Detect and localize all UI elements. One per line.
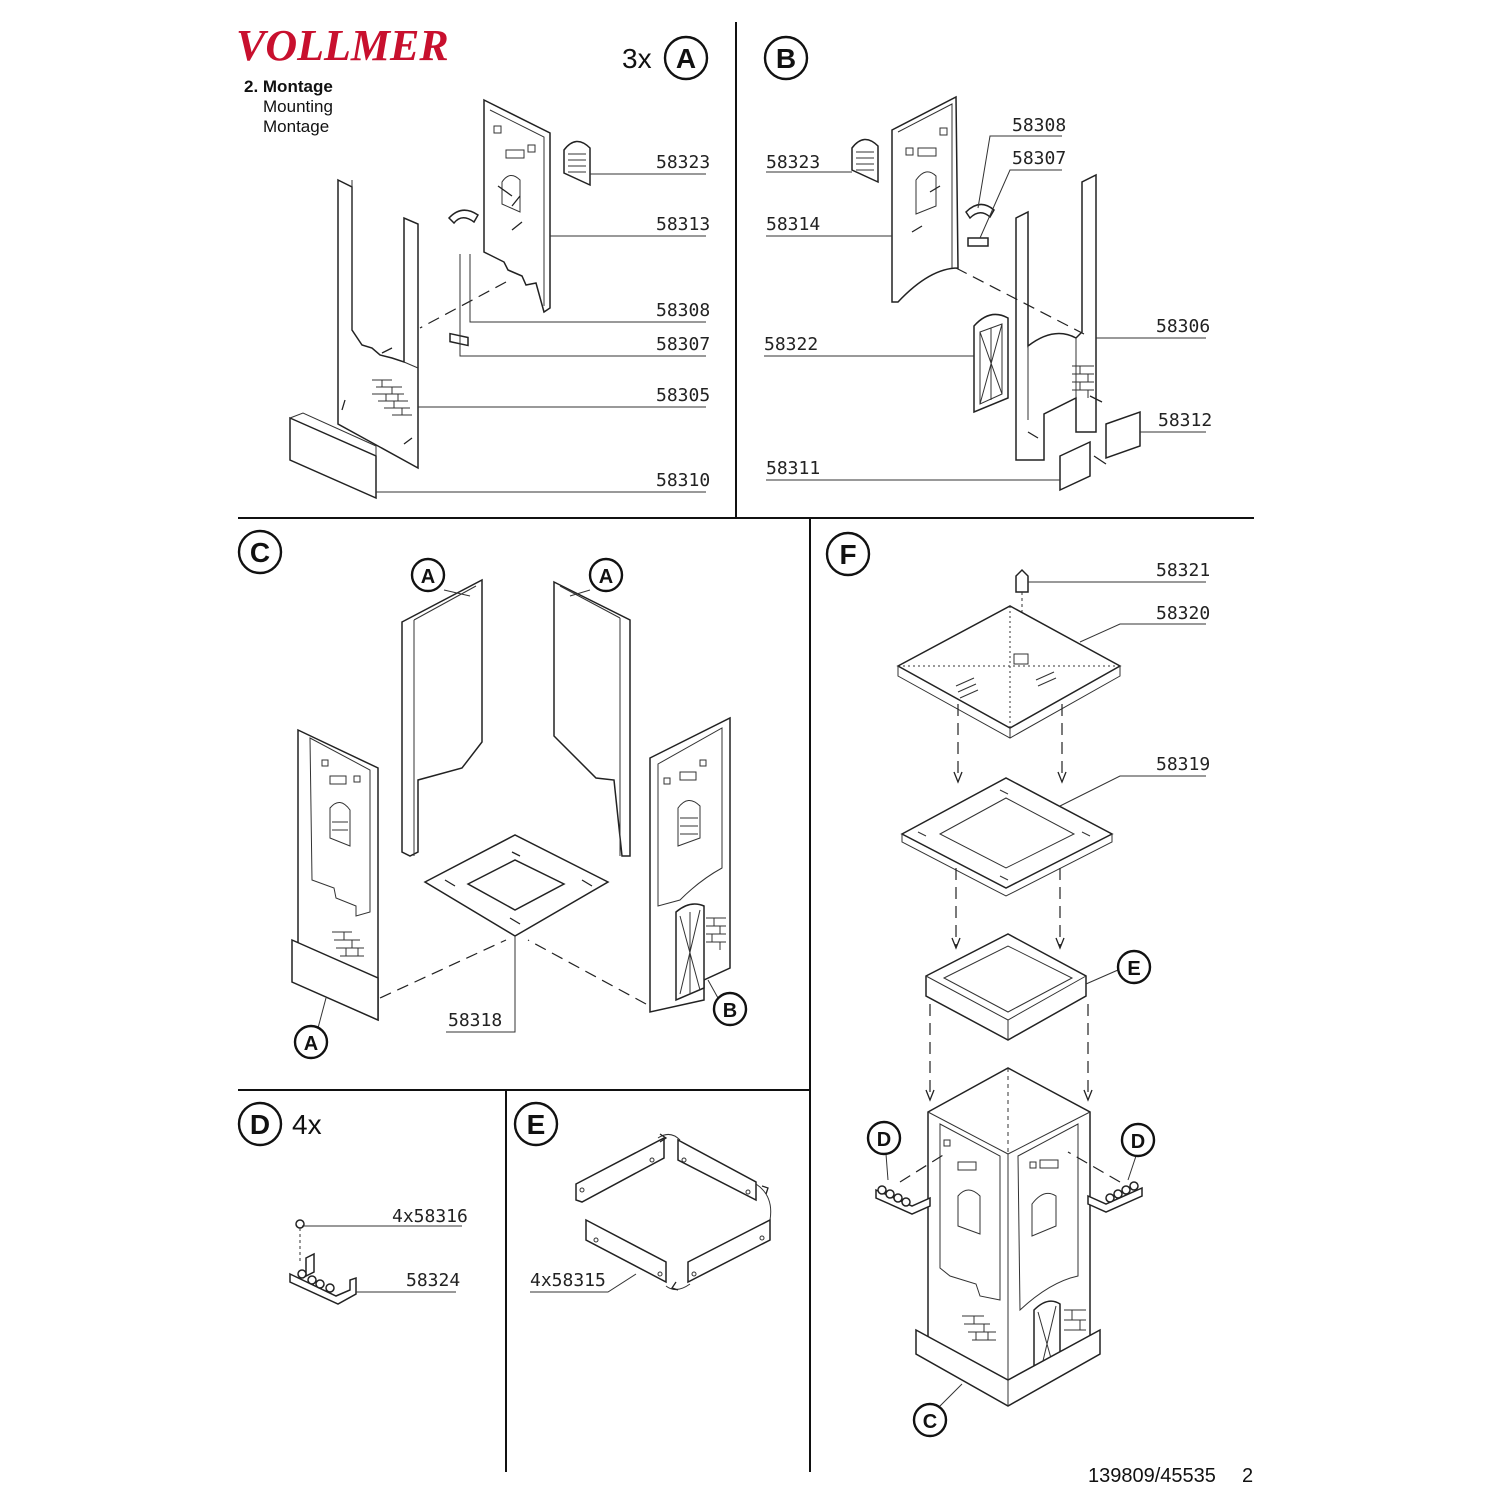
label-a-58305: 58305 <box>656 385 710 406</box>
base-58312 <box>1105 410 1141 460</box>
section-f-letter: F <box>839 539 856 570</box>
f-ref-d-left <box>866 1120 902 1156</box>
section-d-letter: D <box>250 1109 270 1140</box>
bracket-58324 <box>289 1252 357 1305</box>
section-b-marker <box>763 35 809 81</box>
c-ref-a-top-left <box>410 557 446 593</box>
label-b-58322: 58322 <box>764 334 818 355</box>
c-ref-a-top-right-letter: A <box>599 566 613 588</box>
bracket-d-left <box>875 1185 931 1215</box>
brick-pattern <box>372 379 412 416</box>
label-a-58307: 58307 <box>656 334 710 355</box>
wall-58305 <box>337 178 419 470</box>
door-58322 <box>973 313 1009 414</box>
section-a-marker <box>663 35 709 81</box>
label-b-58323: 58323 <box>766 152 820 173</box>
arch-58308 <box>447 209 479 225</box>
c-ref-a-top-right <box>588 557 624 593</box>
section-f: F <box>825 531 1210 1438</box>
frame-e <box>925 933 1087 1041</box>
c-ref-b-letter: B <box>723 1000 737 1022</box>
brick-pattern-b <box>1072 365 1094 398</box>
back-wall-right <box>553 580 631 857</box>
base-58310 <box>289 416 377 500</box>
f-ref-e-letter: E <box>1127 958 1140 980</box>
document-code: 139809/45535 <box>1088 1465 1216 1487</box>
vollmer-logo: VOLLMER <box>236 21 449 70</box>
label-f-58319: 58319 <box>1156 754 1210 775</box>
wall-c-right-b <box>649 716 731 1013</box>
page-number: 2 <box>1242 1465 1253 1487</box>
f-ref-c-letter: C <box>923 1411 937 1433</box>
f-ref-d-left-letter: D <box>877 1129 891 1151</box>
baseplate-58318 <box>423 834 610 937</box>
c-ref-a-bottom-letter: A <box>304 1033 318 1055</box>
label-f-58321: 58321 <box>1156 560 1210 581</box>
shutter-b-58323 <box>851 138 879 184</box>
section-b: B <box>763 35 1212 492</box>
frame-pieces-58315 <box>575 1136 771 1284</box>
label-b-58311: 58311 <box>766 458 820 479</box>
section-c: C <box>237 529 748 1060</box>
plate-58319 <box>900 777 1114 897</box>
section-a: 3x A <box>289 35 710 500</box>
label-e-4x58315: 4x58315 <box>530 1270 606 1291</box>
wall-58314 <box>891 95 959 303</box>
label-b-58314: 58314 <box>766 214 820 235</box>
label-b-58312: 58312 <box>1158 410 1212 431</box>
label-a-58323: 58323 <box>656 152 710 173</box>
section-a-letter: A <box>676 43 696 74</box>
label-b-58306: 58306 <box>1156 316 1210 337</box>
wall-58306 <box>1015 173 1097 461</box>
c-ref-a-bottom <box>293 1024 329 1060</box>
c-ref-a-top-left-letter: A <box>421 566 435 588</box>
section-a-quantity: 3x <box>622 43 652 74</box>
section-e-letter: E <box>527 1109 546 1140</box>
label-b-58307: 58307 <box>1012 148 1066 169</box>
sill-b-58307 <box>967 237 989 247</box>
label-d-4x58316: 4x58316 <box>392 1206 468 1227</box>
label-f-58320: 58320 <box>1156 603 1210 624</box>
tower-c <box>915 1067 1101 1407</box>
section-b-letter: B <box>776 43 796 74</box>
heading-step: 2. Montage <box>244 77 333 96</box>
roof-58320 <box>896 605 1122 739</box>
label-a-58308: 58308 <box>656 300 710 321</box>
section-d-quantity: 4x <box>292 1109 322 1140</box>
bracket-d-right <box>1087 1181 1143 1213</box>
lamp-part <box>295 1219 305 1229</box>
label-b-58308: 58308 <box>1012 115 1066 136</box>
c-ref-b <box>712 991 748 1027</box>
base-58311 <box>1059 440 1091 492</box>
f-ref-c <box>912 1402 948 1438</box>
section-d: D 4x 4x58316 58324 <box>237 1101 468 1305</box>
section-e: E 4x58315 <box>513 1101 772 1293</box>
f-ref-d-right <box>1120 1122 1156 1158</box>
section-f-marker <box>825 531 871 577</box>
heading-english: Mounting <box>263 97 333 116</box>
f-ref-d-right-letter: D <box>1131 1131 1145 1153</box>
section-e-marker <box>513 1101 559 1147</box>
wall-c-left-a <box>291 728 379 1022</box>
arch-b-58308 <box>965 203 995 220</box>
label-c-58318: 58318 <box>448 1010 502 1031</box>
wall-58313 <box>483 98 551 314</box>
label-a-58313: 58313 <box>656 214 710 235</box>
shutter-58323 <box>563 140 591 187</box>
section-c-marker <box>237 529 283 575</box>
f-ref-e <box>1116 949 1152 985</box>
label-d-58324: 58324 <box>406 1270 460 1291</box>
back-wall-left <box>401 578 483 857</box>
sill-58307 <box>449 332 469 347</box>
section-c-letter: C <box>250 537 270 568</box>
section-d-marker <box>237 1101 283 1147</box>
heading-french: Montage <box>263 117 329 136</box>
label-a-58310: 58310 <box>656 470 710 491</box>
finial-58321 <box>1015 568 1029 593</box>
